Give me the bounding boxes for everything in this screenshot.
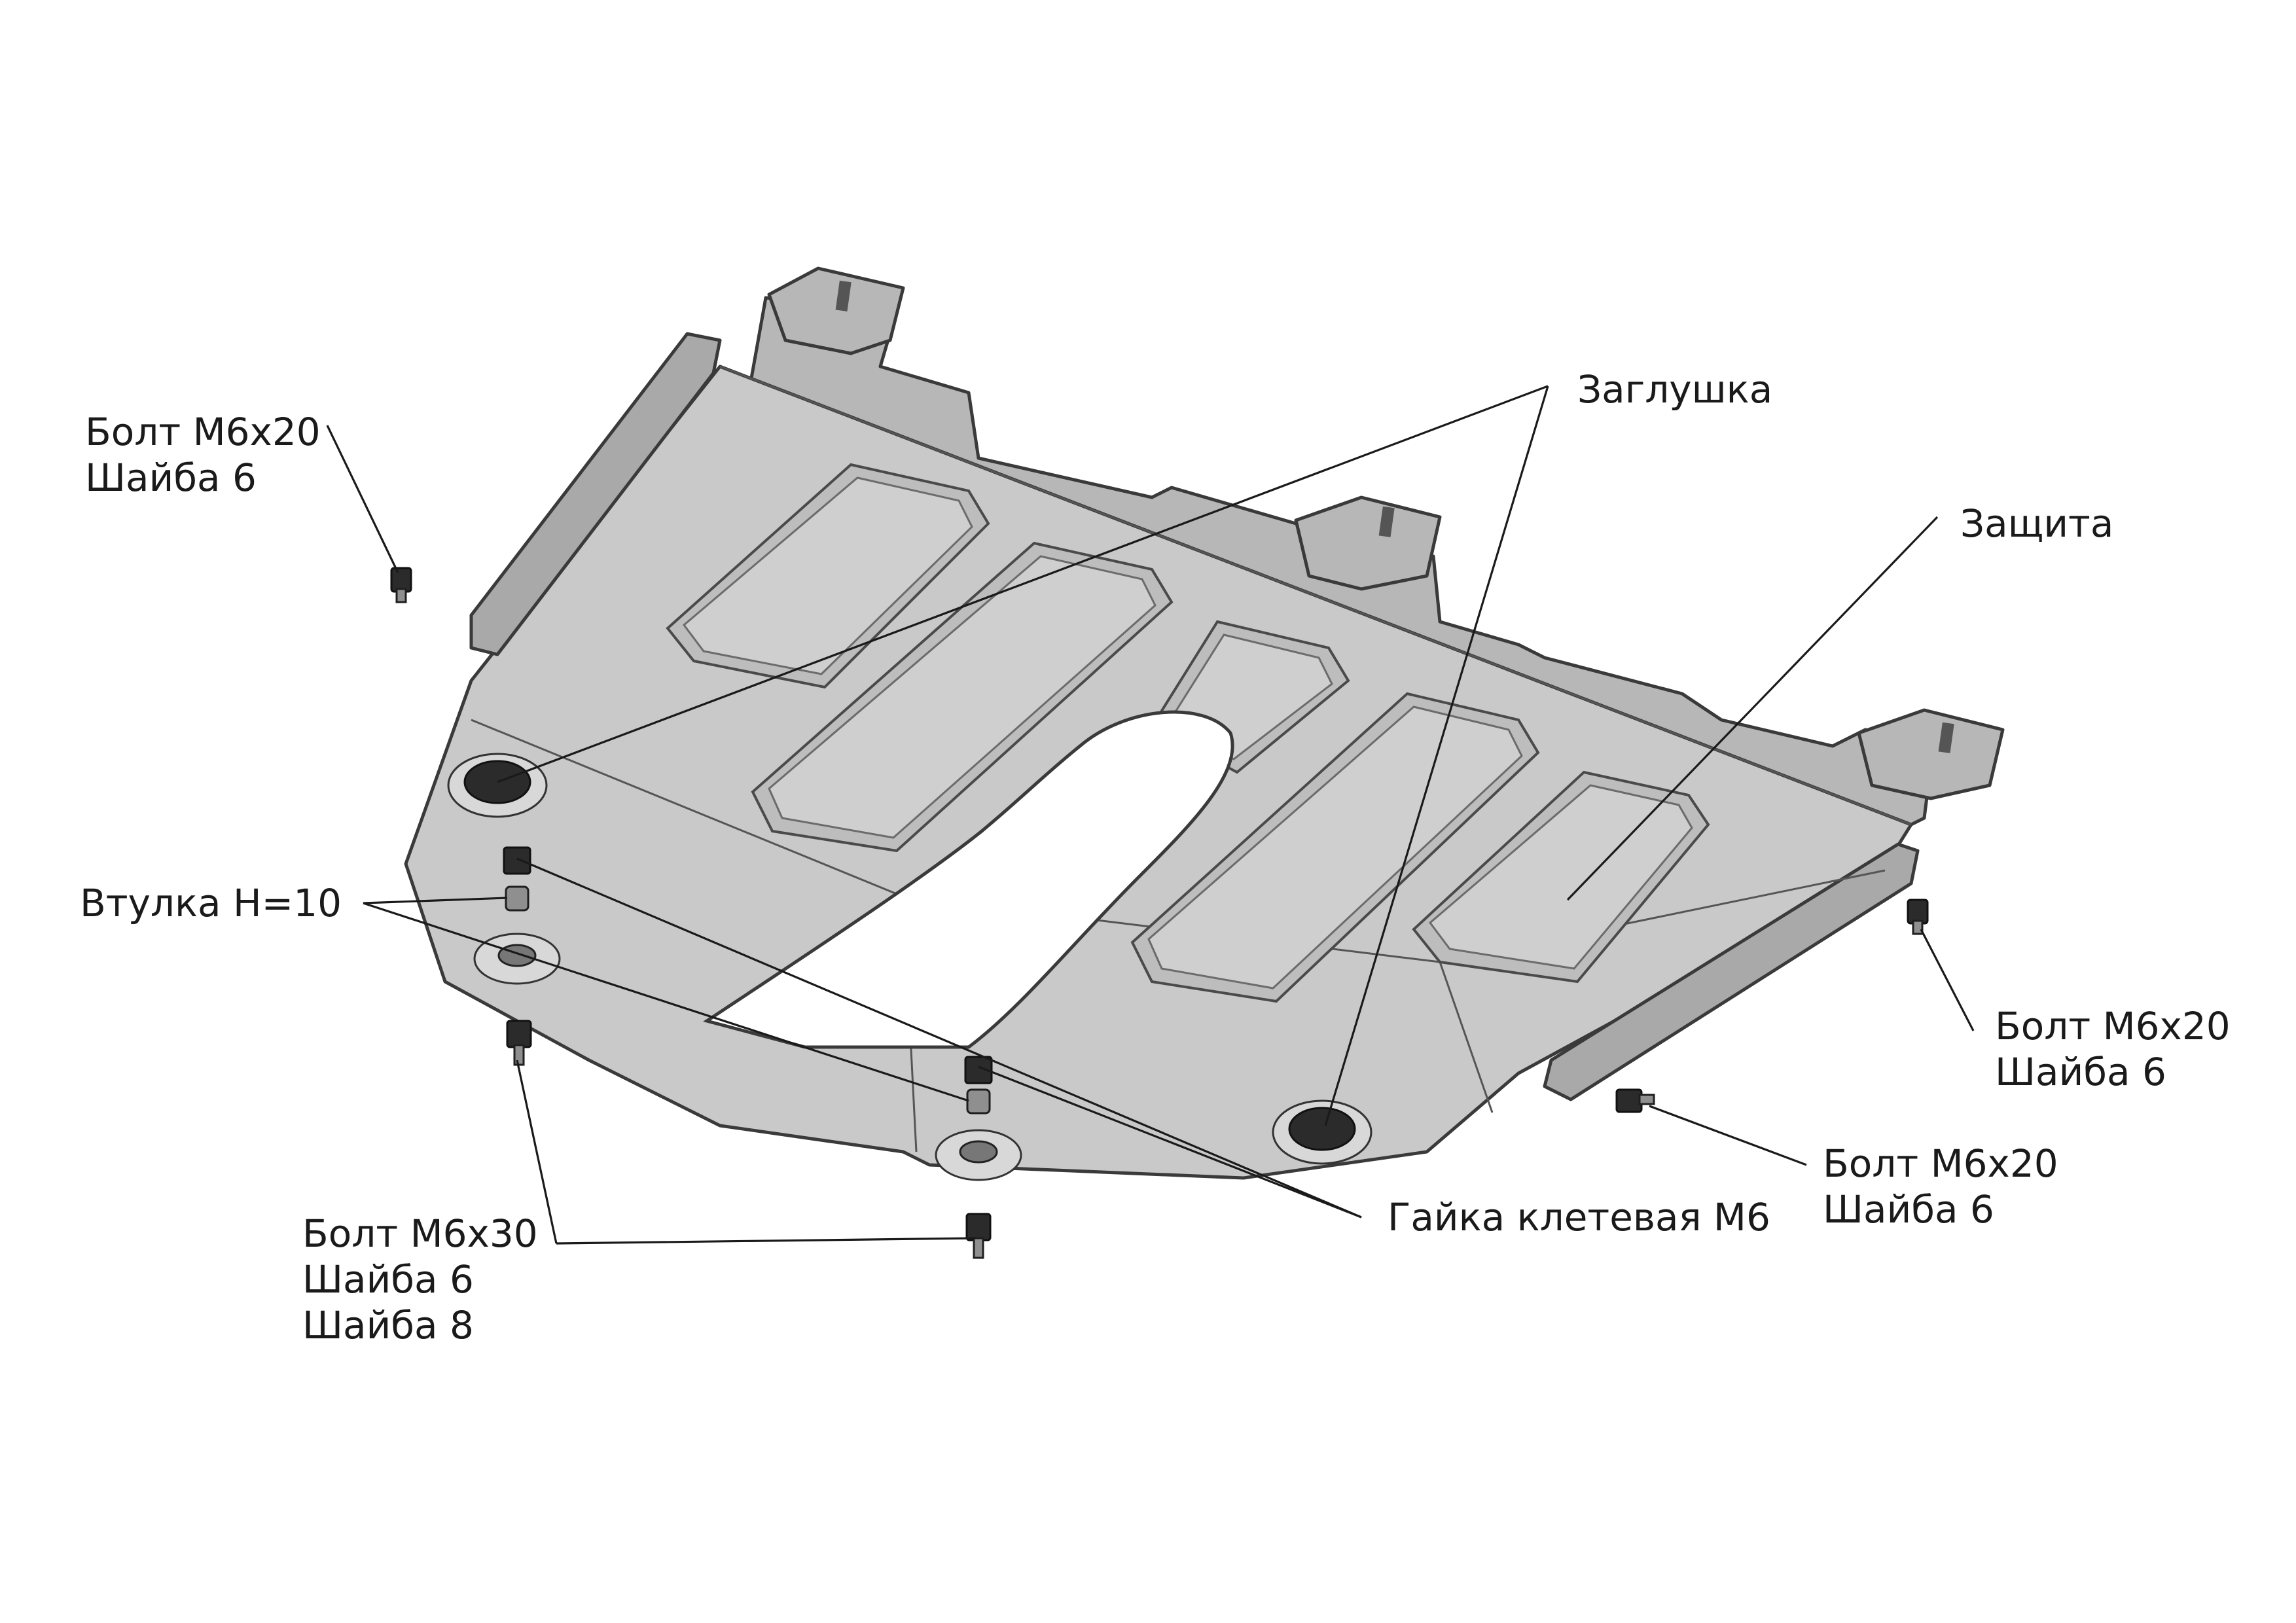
bolt-right: [1907, 899, 1929, 935]
embossed-window-1: [666, 463, 990, 689]
label-cage-nut: Гайка клетевая М6: [1388, 1195, 1770, 1240]
cage-nut-right: [964, 1056, 993, 1084]
label-bolt-right: Болт М6х20 Шайба 6: [1995, 1004, 2242, 1094]
tab-middle: [1294, 495, 1442, 591]
bolt-bottom-center: [965, 1213, 992, 1259]
bolt-bottom-left: [506, 1020, 532, 1066]
left-side-flange: [469, 332, 722, 656]
label-bolt-bottom-right-line1: Болт М6х20: [1823, 1141, 2058, 1186]
leader-lines: [326, 385, 1975, 1245]
bolt-bottom-right: [1615, 1088, 1655, 1113]
label-bolt-bottom-left-line1: Болт М6х30: [302, 1211, 538, 1256]
label-bolt-top-left-line2: Шайба 6: [85, 455, 257, 500]
tab-left: [767, 266, 905, 355]
label-guard: Защита: [1960, 501, 2113, 546]
label-bolt-top-left-line1: Болт М6х20: [85, 410, 321, 454]
label-bolt-top-left: Болт М6х20 Шайба 6: [85, 410, 332, 500]
label-plug: Заглушка: [1577, 367, 1772, 412]
bushing-right: [966, 1088, 991, 1115]
tab-right: [1857, 708, 2005, 800]
label-bushing: Втулка Н=10: [80, 881, 342, 925]
cage-nut-left: [503, 846, 531, 875]
plug-left: [447, 753, 548, 818]
bushing-left: [505, 885, 529, 912]
label-bolt-right-line1: Болт М6х20: [1995, 1004, 2231, 1048]
central-cutout: [703, 710, 1234, 1049]
bolt-top-left: [390, 567, 412, 603]
mount-boss-right: [935, 1129, 1022, 1181]
label-bolt-bottom-left-line3: Шайба 8: [302, 1303, 474, 1347]
label-bolt-right-line2: Шайба 6: [1995, 1050, 2166, 1094]
label-bolt-bottom-left: Болт М6х30 Шайба 6 Шайба 8: [302, 1211, 550, 1347]
mount-boss-left: [473, 933, 561, 985]
label-bolt-bottom-right: Болт М6х20 Шайба 6: [1823, 1141, 2070, 1232]
embossed-window-4: [1130, 692, 1540, 1003]
embossed-window-5: [1412, 770, 1710, 984]
label-bolt-bottom-right-line2: Шайба 6: [1823, 1187, 1994, 1232]
right-side-flange: [1543, 842, 1920, 1101]
embossed-window-2: [751, 541, 1174, 853]
label-bolt-bottom-left-line2: Шайба 6: [302, 1257, 474, 1302]
plug-right: [1272, 1099, 1372, 1165]
